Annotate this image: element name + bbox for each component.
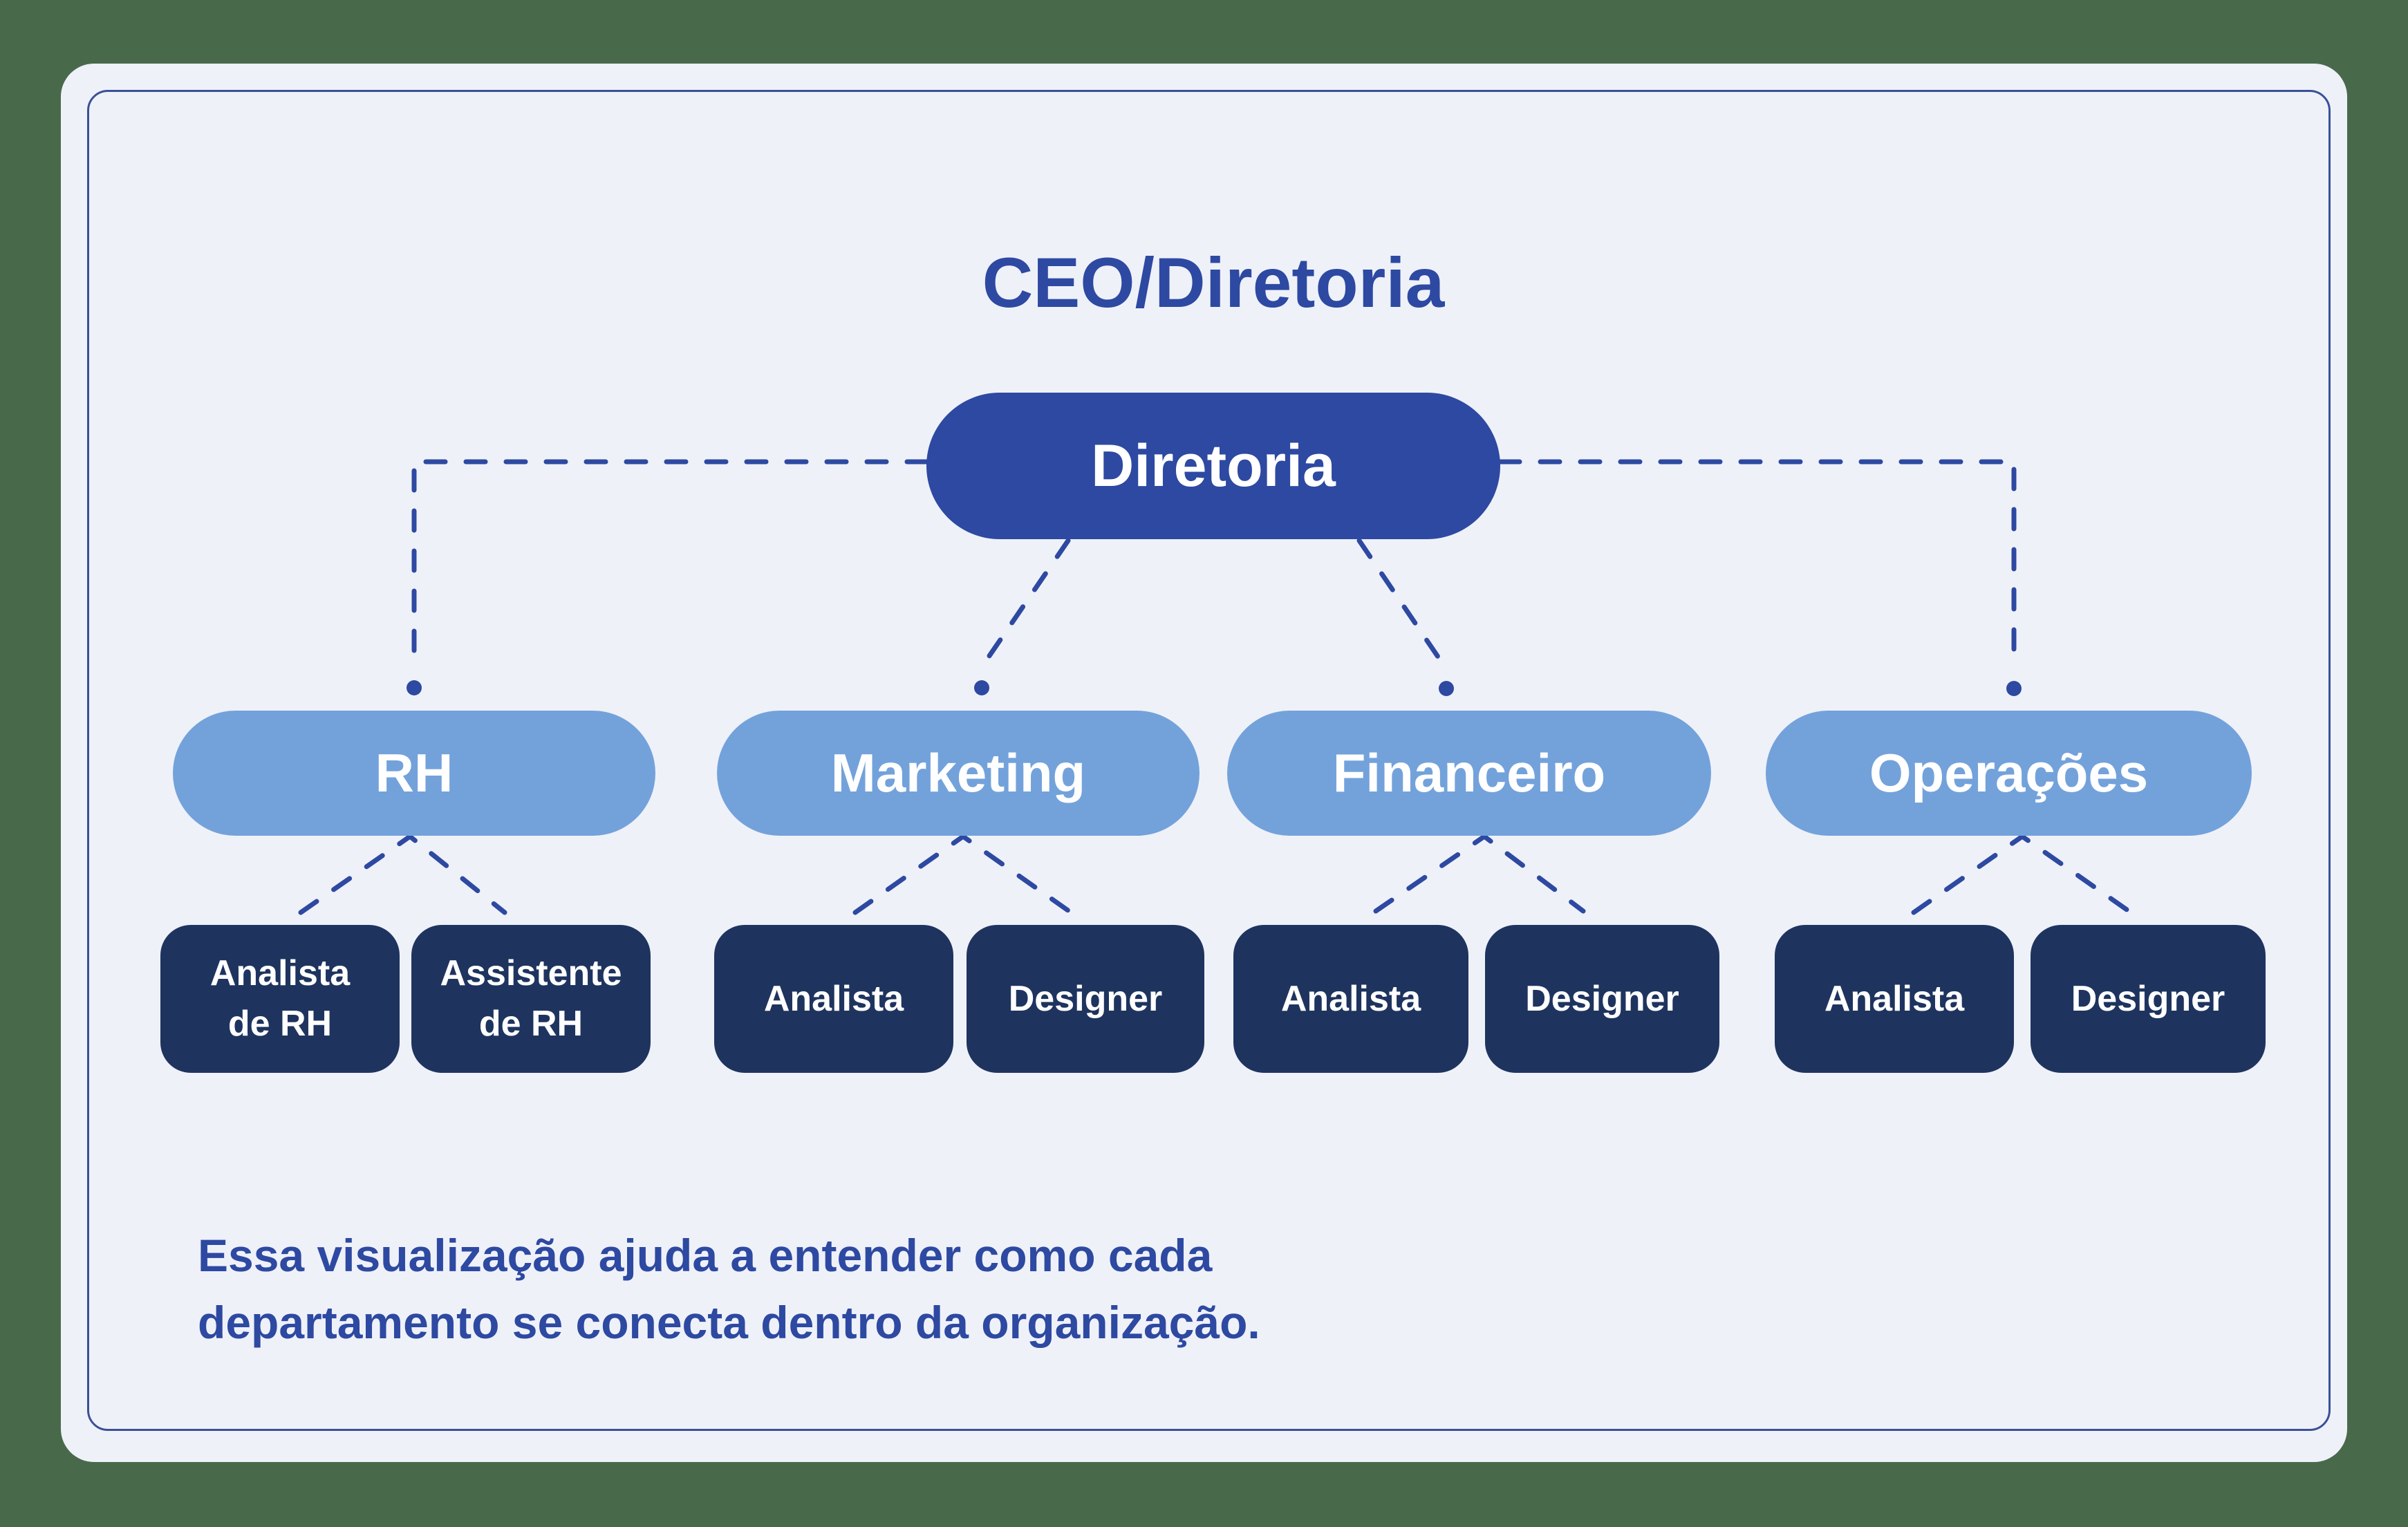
role-label-line: Designer xyxy=(1525,978,1679,1019)
connector-financeiro-children xyxy=(1373,833,1586,914)
org-node-operacoes-label: Operações xyxy=(1869,742,2149,803)
role-label-line: Assistente xyxy=(440,953,622,994)
connector-rh-children xyxy=(298,833,507,915)
connector-endpoint-dot-rh xyxy=(407,680,422,695)
connector-operacoes-children xyxy=(1911,833,2134,915)
connector-endpoint-dot-marketing xyxy=(974,680,989,695)
org-node-financeiro-designer: Designer xyxy=(1485,925,1719,1073)
role-label-line: Analista xyxy=(763,978,904,1019)
org-node-marketing-designer: Designer xyxy=(967,925,1204,1073)
org-node-marketing-label: Marketing xyxy=(830,742,1086,803)
org-node-marketing-analista: Analista xyxy=(714,925,953,1073)
role-label-line: de RH xyxy=(227,1004,333,1044)
org-node-rh-label: RH xyxy=(375,742,454,803)
role-label-line: de RH xyxy=(478,1004,584,1044)
org-node-financeiro-analista: Analista xyxy=(1233,925,1468,1073)
org-node-diretoria-label: Diretoria xyxy=(1091,432,1336,499)
connector-diretoria-financeiro xyxy=(1356,538,1446,668)
org-node-financeiro: Financeiro xyxy=(1227,711,1711,836)
role-label-line: Analista xyxy=(1824,978,1965,1019)
role-label-line: Designer xyxy=(1008,978,1163,1019)
role-label-line: Analista xyxy=(209,953,351,994)
connector-endpoint-dot-financeiro xyxy=(1439,681,1454,696)
caption-line-1: Essa visualização ajuda a entender como … xyxy=(198,1230,1213,1281)
org-node-financeiro-label: Financeiro xyxy=(1332,742,1606,803)
org-node-operacoes: Operações xyxy=(1766,711,2252,836)
connector-diretoria-operacoes xyxy=(1497,459,2017,661)
role-label-line: Analista xyxy=(1280,978,1421,1019)
connector-endpoint-dot-operacoes xyxy=(2006,681,2022,696)
org-node-assistente-de-rh: Assistente de RH xyxy=(411,925,651,1073)
org-node-operacoes-analista: Analista xyxy=(1775,925,2014,1073)
org-node-analista-de-rh: Analista de RH xyxy=(160,925,400,1073)
org-node-rh: RH xyxy=(173,711,655,836)
org-node-diretoria: Diretoria xyxy=(926,393,1500,539)
caption-text: Essa visualização ajuda a entender como … xyxy=(198,1222,1260,1356)
org-node-operacoes-designer: Designer xyxy=(2031,925,2266,1073)
page-title: CEO/Diretoria xyxy=(982,243,1445,323)
role-label-line: Designer xyxy=(2071,978,2225,1019)
connector-diretoria-rh xyxy=(411,459,929,661)
caption-line-2: departamento se conecta dentro da organi… xyxy=(198,1297,1260,1349)
connector-marketing-children xyxy=(852,833,1074,915)
card-inner-frame xyxy=(87,90,2331,1431)
org-node-marketing: Marketing xyxy=(717,711,1200,836)
connector-diretoria-marketing xyxy=(980,538,1071,668)
